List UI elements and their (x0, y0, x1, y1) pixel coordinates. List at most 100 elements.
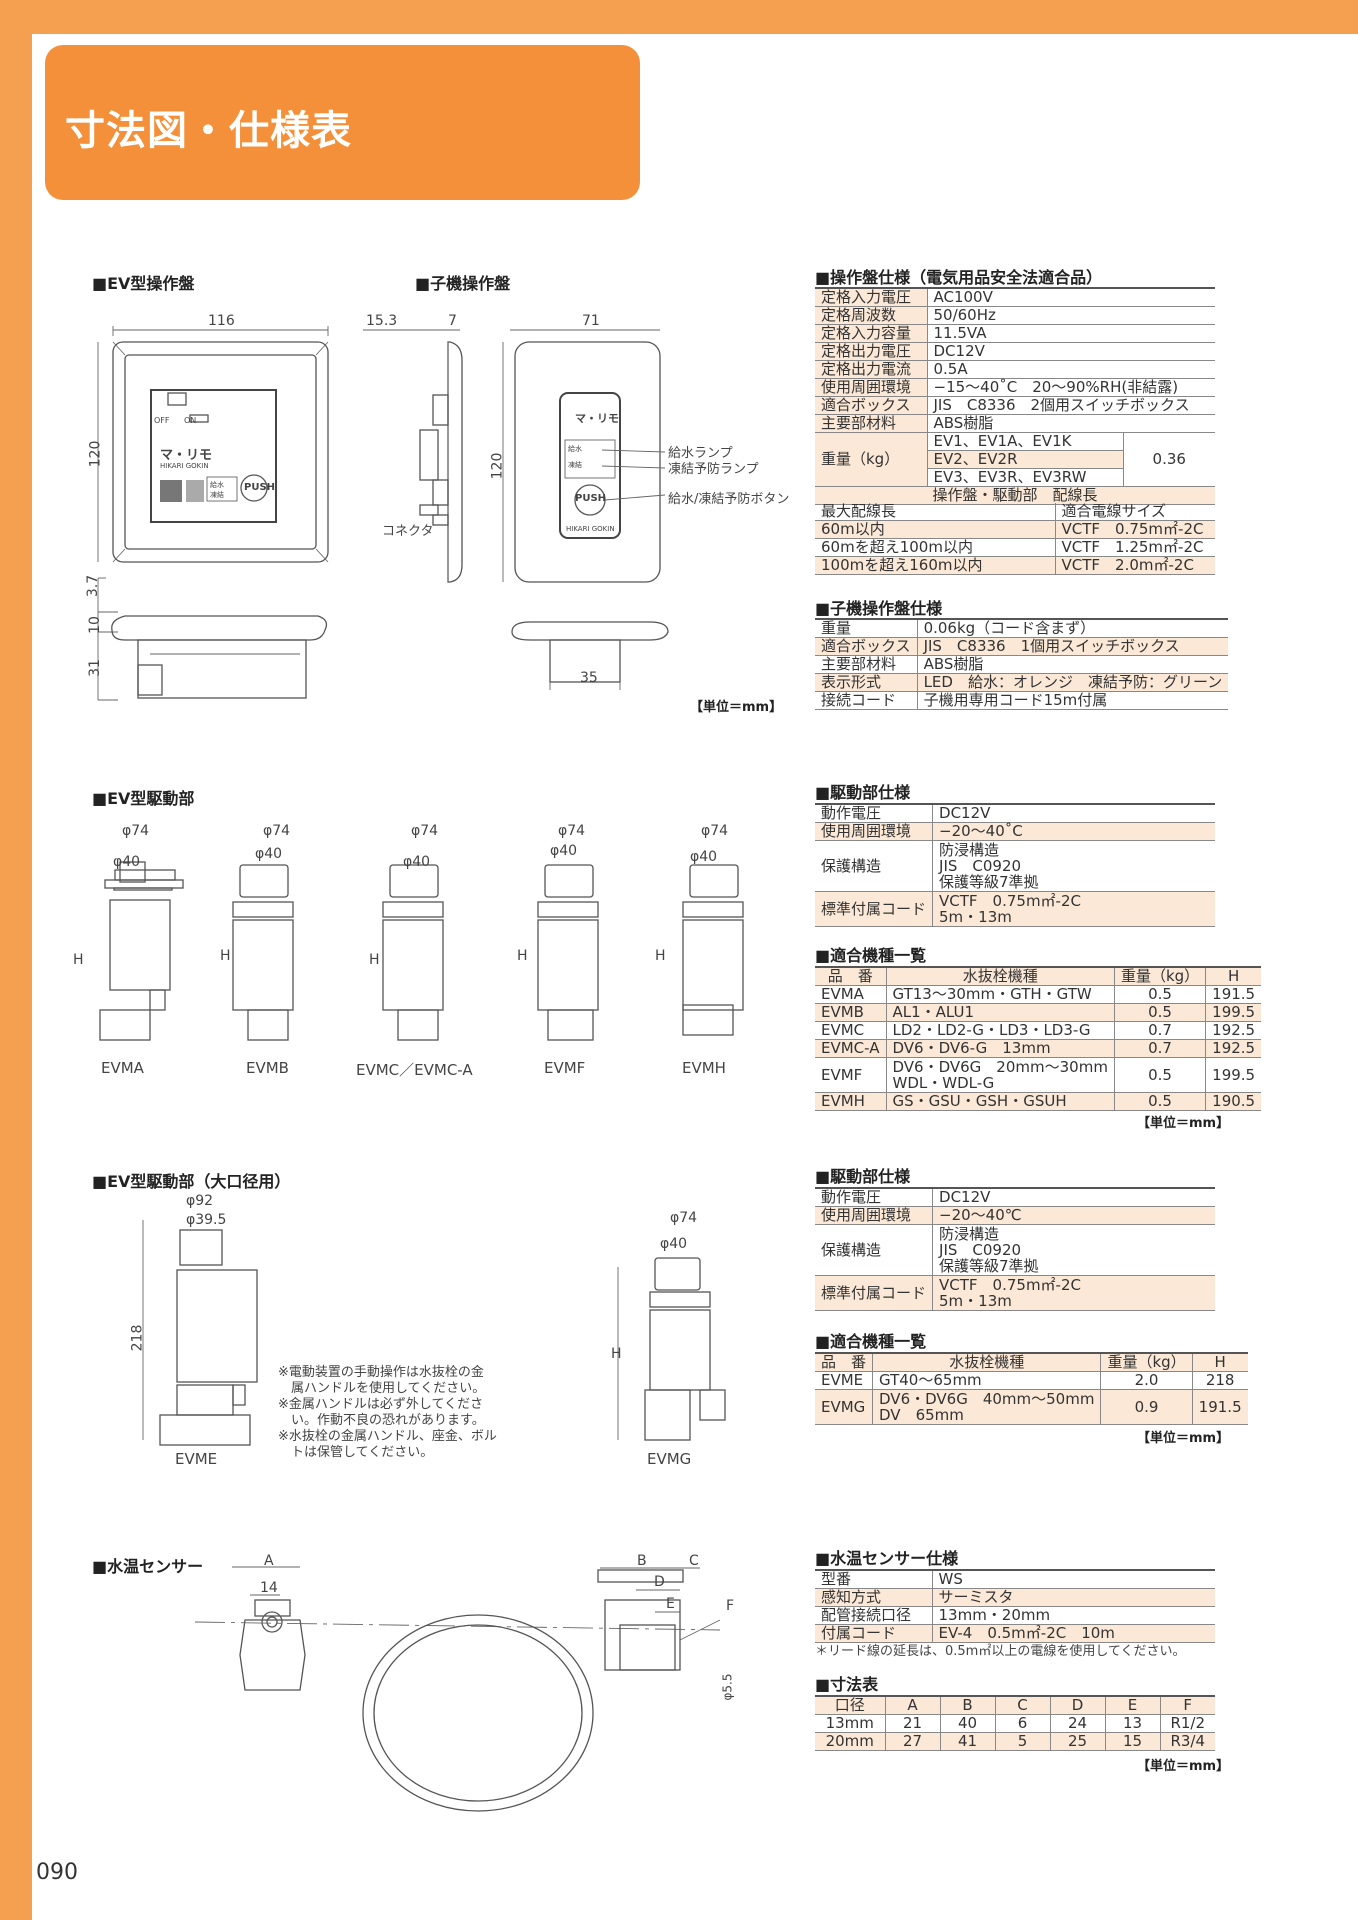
top-band (0, 0, 1358, 34)
sub-brand-logo: マ・リモ (575, 412, 619, 425)
sensor-spec-heading: ■水温センサー仕様 (815, 1549, 959, 1568)
large-dia-b: φ39.5 (186, 1212, 227, 1228)
large-h-218: 218 (129, 1324, 146, 1352)
ev-brand-logo: マ・リモ (160, 448, 213, 463)
drive-model-evmf: EVMF (544, 1059, 586, 1077)
ev-panel-depth-2: 10 (86, 616, 103, 634)
freeze-lamp-label: 凍結予防ランプ (668, 462, 759, 477)
sub-panel-height: 120 (489, 452, 506, 480)
drive-heading: ■EV型駆動部 (92, 789, 195, 808)
unit-label-1: 【単位＝mm】 (690, 700, 783, 715)
technical-drawings (97, 326, 744, 1812)
models2-heading: ■適合機種一覧 (815, 1332, 927, 1351)
drive-f-outer: φ74 (558, 823, 586, 839)
connector-label: コネクタ (382, 524, 434, 539)
large-model-evmg: EVMG (647, 1450, 692, 1468)
unit-label-3: 【単位＝mm】 (1137, 1431, 1230, 1446)
drive-f-inner: φ40 (550, 843, 578, 859)
ev-push-button: PUSH (244, 482, 276, 493)
sensor-heading: ■水温センサー (92, 1557, 204, 1576)
supply-freeze-button-label: 給水/凍結予防ボタン (668, 492, 790, 507)
sub-spec-heading: ■子機操作盤仕様 (815, 599, 943, 618)
drive-h-inner: φ40 (690, 849, 718, 865)
large-drive-notes: ※電動装置の手動操作は水抜栓の金 属ハンドルを使用してください。 ※金属ハンドル… (278, 1365, 497, 1460)
ev-panel-side-drawing (97, 577, 328, 701)
drive-a-outer: φ74 (122, 823, 150, 839)
sub-panel-drawing (363, 329, 669, 690)
sensor-dim-c: C (689, 1553, 699, 1569)
ev-ind-supply: 給水 (210, 481, 224, 489)
drive-c-outer: φ74 (411, 823, 439, 839)
sub-panel-depth: 35 (580, 670, 598, 686)
sub-ind-supply: 給水 (568, 445, 582, 453)
large-dia-d: φ40 (660, 1236, 688, 1252)
sensor-drawing (194, 1566, 721, 1812)
drive-model-evmh: EVMH (682, 1059, 726, 1077)
drive-model-evma: EVMA (101, 1059, 144, 1077)
drive-h-h: H (655, 948, 666, 964)
ev-toggle-on: ON (184, 416, 197, 425)
ev-maker: HIKARI GOKIN (160, 462, 209, 470)
large-model-evme: EVME (175, 1450, 218, 1468)
ev-ind-freeze: 凍結 (210, 491, 224, 499)
sub-panel-heading: ■子機操作盤 (415, 274, 511, 293)
sub-ind-freeze: 凍結 (568, 461, 582, 469)
unit-label-4: 【単位＝mm】 (1137, 1759, 1230, 1774)
drive-c-h: H (369, 952, 380, 968)
drive-model-evmb: EVMB (246, 1059, 289, 1077)
drive-spec-heading: ■駆動部仕様 (815, 783, 911, 802)
sensor-dim-phi: φ5.5 (720, 1673, 735, 1701)
title-banner (45, 45, 640, 200)
sensor-dim-b: B (637, 1553, 647, 1569)
large-dia-c: φ74 (670, 1210, 698, 1226)
supply-lamp-label: 給水ランプ (668, 446, 733, 461)
ev-toggle-off: OFF (154, 416, 170, 425)
dim-table-heading: ■寸法表 (815, 1675, 879, 1694)
ev-panel-front-drawing (97, 326, 329, 563)
sub-panel-width: 71 (582, 313, 600, 329)
sub-panel-dim-2: 7 (448, 313, 457, 329)
large-drive-units-drawing (142, 1220, 726, 1446)
models-heading: ■適合機種一覧 (815, 946, 927, 965)
sensor-dim-14: 14 (260, 1580, 278, 1596)
ev-panel-depth-1: 3.7 (85, 574, 102, 598)
drive-model-evmc: EVMC／EVMC-A (356, 1061, 473, 1079)
drive-units-drawing (99, 861, 744, 1041)
sub-push-button: PUSH (575, 493, 607, 504)
drive-c-inner: φ40 (403, 854, 431, 870)
ev-panel-heading: ■EV型操作盤 (92, 274, 195, 293)
sensor-dim-a: A (264, 1553, 274, 1569)
drive-b-inner: φ40 (255, 846, 283, 862)
drive-b-outer: φ74 (263, 823, 291, 839)
panel-spec-heading: ■操作盤仕様（電気用品安全法適合品） (815, 268, 1103, 287)
ev-panel-height: 120 (87, 440, 104, 468)
sub-maker: HIKARI GOKIN (566, 525, 615, 533)
unit-label-2: 【単位＝mm】 (1137, 1116, 1230, 1131)
large-dia-a: φ92 (186, 1193, 214, 1209)
left-band (0, 0, 32, 1920)
sensor-dim-d: D (654, 1574, 665, 1590)
drive-spec2-heading: ■駆動部仕様 (815, 1167, 911, 1186)
drive-h-outer: φ74 (701, 823, 729, 839)
drive-a-inner: φ40 (113, 854, 141, 870)
sub-panel-dim-1: 15.3 (366, 313, 398, 329)
page-number: 090 (36, 1860, 78, 1885)
sensor-dim-f: F (726, 1598, 735, 1614)
large-drive-heading: ■EV型駆動部（大口径用） (92, 1172, 291, 1191)
ev-panel-depth-3: 31 (86, 659, 103, 677)
large-h-label: H (611, 1346, 622, 1362)
drive-a-h: H (73, 952, 84, 968)
page-title: 寸法図・仕様表 (65, 108, 352, 154)
ev-panel-width: 116 (208, 313, 235, 329)
sensor-dim-e: E (666, 1596, 675, 1612)
drive-f-h: H (517, 948, 528, 964)
